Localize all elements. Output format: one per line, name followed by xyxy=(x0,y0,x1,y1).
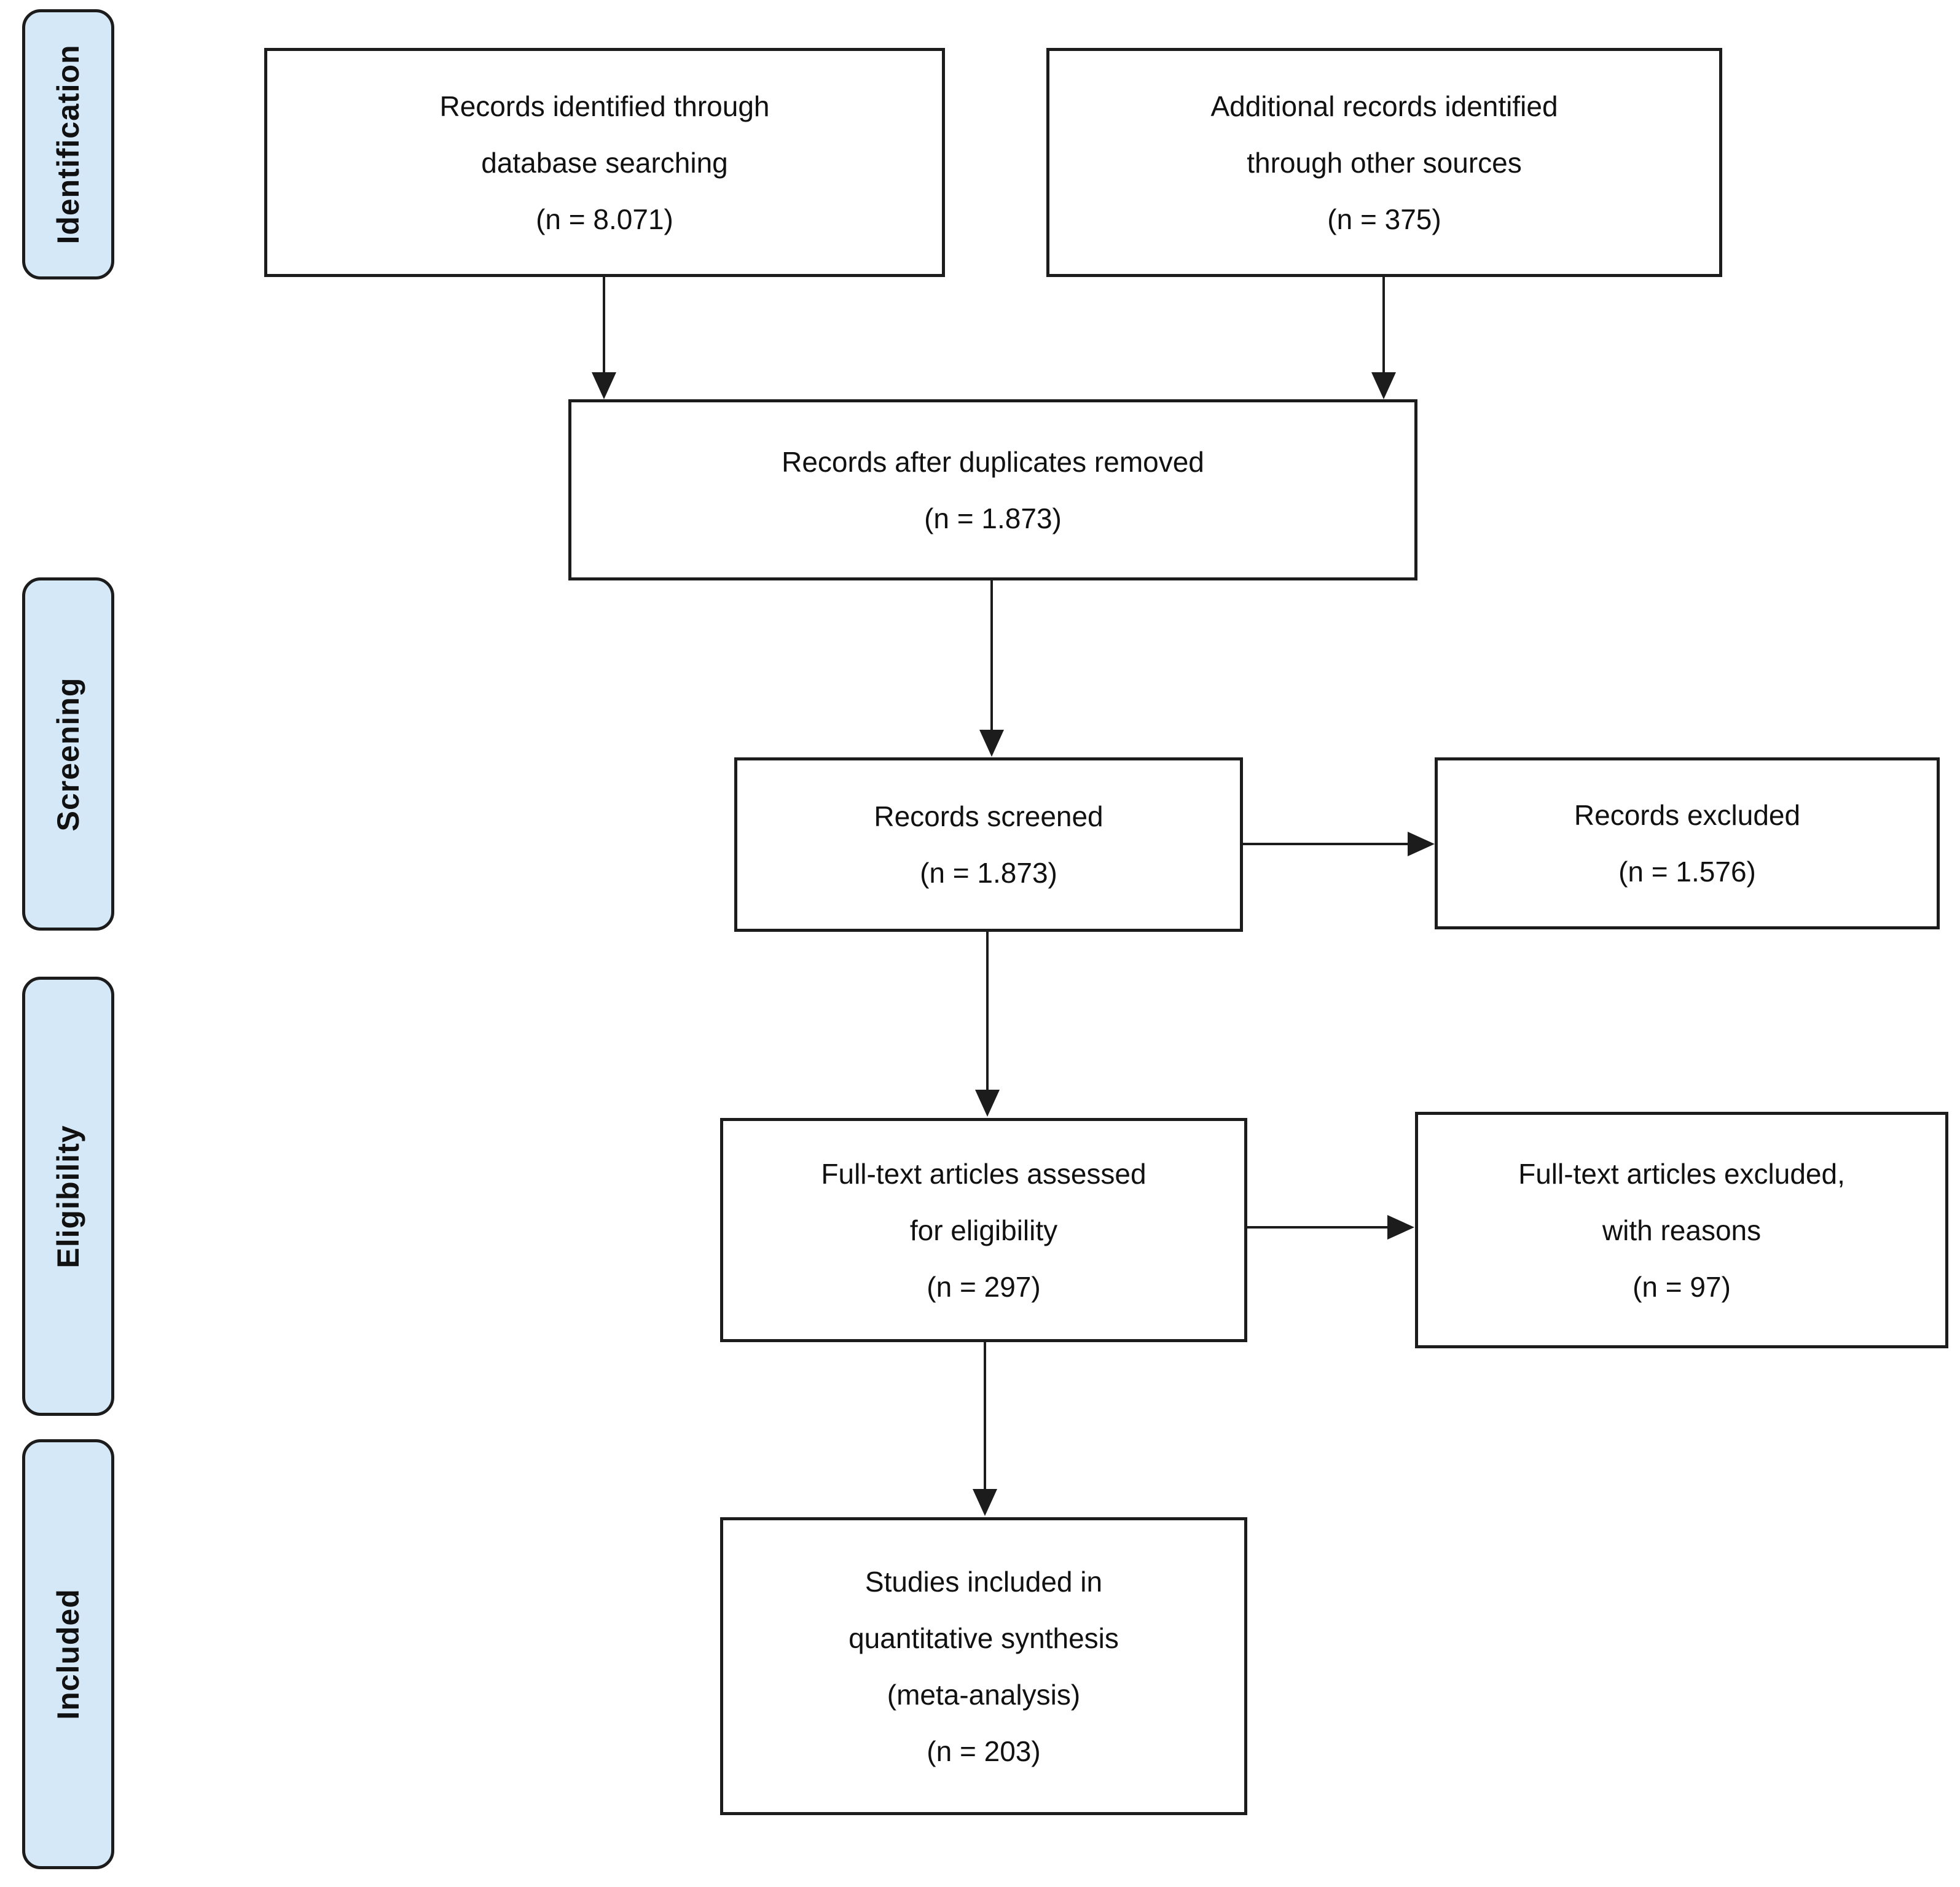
box-additional-records: Additional records identified through ot… xyxy=(1046,48,1722,277)
arrow-duplicates-to-screened-line xyxy=(990,580,993,730)
arrow-screened-to-excluded-line xyxy=(1243,843,1408,845)
stage-label-screening: Screening xyxy=(51,677,85,831)
box-fulltext-assessed-text: Full-text articles assessed for eligibil… xyxy=(821,1157,1147,1303)
stage-tab-eligibility: Eligibility xyxy=(22,977,114,1416)
arrow-fulltext-to-included-line xyxy=(984,1342,986,1489)
box-studies-included: Studies included in quantitative synthes… xyxy=(720,1517,1247,1815)
stage-tab-identification: Identification xyxy=(22,9,114,279)
arrow-screened-to-fulltext-arrowhead-icon xyxy=(975,1090,1000,1117)
box-records-screened: Records screened (n = 1.873) xyxy=(734,757,1243,932)
box-fulltext-excluded-text: Full-text articles excluded, with reason… xyxy=(1518,1157,1845,1303)
stage-tab-screening: Screening xyxy=(22,577,114,931)
box-records-excluded-text: Records excluded (n = 1.576) xyxy=(1574,799,1801,888)
box-records-excluded: Records excluded (n = 1.576) xyxy=(1435,757,1940,929)
stage-label-included: Included xyxy=(51,1588,85,1720)
box-studies-included-text: Studies included in quantitative synthes… xyxy=(849,1565,1119,1767)
arrow-duplicates-to-screened-arrowhead-icon xyxy=(979,730,1004,757)
arrow-identified-to-duplicates-line xyxy=(603,277,605,372)
stage-label-eligibility: Eligibility xyxy=(51,1124,85,1268)
arrow-fulltext-to-ftexcluded-arrowhead-icon xyxy=(1387,1215,1414,1240)
box-additional-records-text: Additional records identified through ot… xyxy=(1210,90,1558,235)
stage-label-identification: Identification xyxy=(51,44,85,244)
box-records-identified: Records identified through database sear… xyxy=(264,48,945,277)
arrow-additional-to-duplicates-arrowhead-icon xyxy=(1371,372,1396,399)
arrow-identified-to-duplicates-arrowhead-icon xyxy=(592,372,616,399)
stage-tab-included: Included xyxy=(22,1439,114,1869)
box-records-after-duplicates: Records after duplicates removed (n = 1.… xyxy=(568,399,1417,580)
box-records-screened-text: Records screened (n = 1.873) xyxy=(874,800,1103,889)
arrow-screened-to-excluded-arrowhead-icon xyxy=(1408,832,1435,856)
arrow-screened-to-fulltext-line xyxy=(986,932,989,1090)
box-records-identified-text: Records identified through database sear… xyxy=(439,90,770,235)
box-records-after-duplicates-text: Records after duplicates removed (n = 1.… xyxy=(782,445,1204,534)
arrow-additional-to-duplicates-line xyxy=(1382,277,1385,372)
box-fulltext-excluded: Full-text articles excluded, with reason… xyxy=(1415,1112,1948,1348)
arrow-fulltext-to-included-arrowhead-icon xyxy=(973,1489,997,1516)
box-fulltext-assessed: Full-text articles assessed for eligibil… xyxy=(720,1118,1247,1342)
arrow-fulltext-to-ftexcluded-line xyxy=(1247,1226,1387,1229)
